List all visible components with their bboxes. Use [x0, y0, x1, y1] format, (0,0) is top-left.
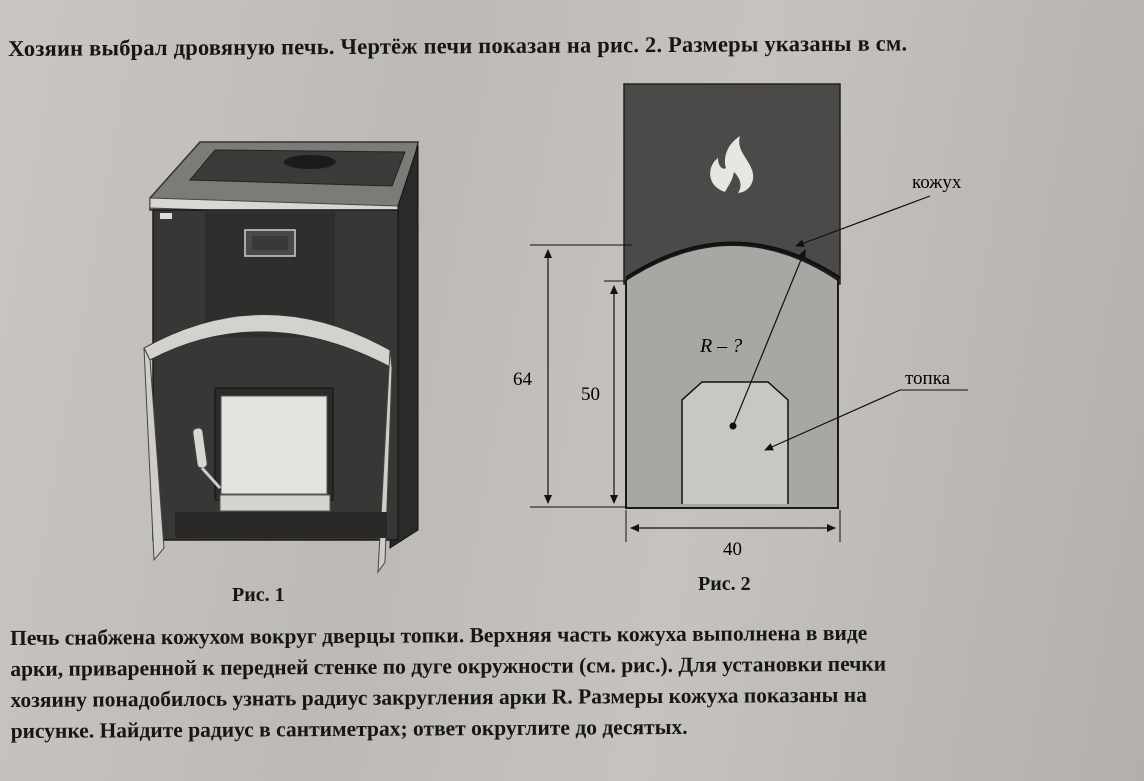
- figure-2-caption: Рис. 2: [698, 573, 751, 595]
- label-casing: кожух: [912, 172, 962, 193]
- figure-1-caption: Рис. 1: [232, 584, 285, 606]
- dim-width: 40: [723, 539, 742, 560]
- dim-side-height: 50: [581, 384, 600, 405]
- firebox-outline: [681, 381, 789, 504]
- problem-paragraph: Печь снабжена кожухом вокруг дверцы топк…: [10, 616, 1141, 747]
- dim-total-height: 64: [513, 369, 533, 390]
- label-firebox: топка: [905, 368, 951, 389]
- casing-arch: [625, 241, 841, 280]
- label-radius: R – ?: [699, 335, 742, 357]
- flame-icon: [710, 136, 754, 193]
